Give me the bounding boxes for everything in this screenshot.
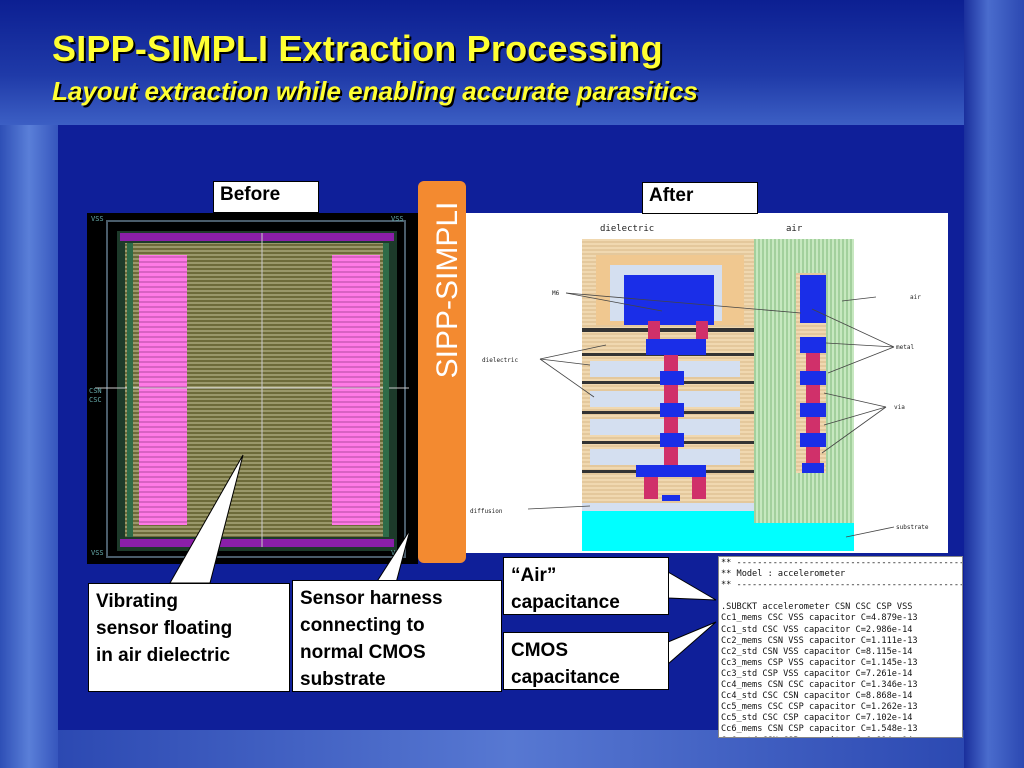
pin-label: CSC — [89, 396, 102, 404]
fig-label-air-top: air — [786, 224, 803, 234]
left-stripe — [0, 125, 58, 768]
right-stripe — [964, 0, 1024, 768]
netlist-line: Cc5_std CSC CSP capacitor C=7.102e-14 — [721, 713, 913, 724]
fig-label-substrate: substrate — [896, 524, 929, 531]
fig-label-metal: metal — [896, 344, 914, 351]
callout-line: sensor floating — [96, 618, 233, 639]
slide-title: SIPP-SIMPLI Extraction Processing — [52, 28, 663, 69]
netlist-line: Cc4_std CSC CSN capacitor C=8.868e-14 — [721, 691, 913, 702]
netlist-line: Cc2_std CSN VSS capacitor C=8.115e-14 — [721, 646, 913, 657]
callout-line: “Air” — [511, 565, 557, 586]
callout-line: normal CMOS — [300, 642, 426, 663]
netlist-line: Cc1_std CSC VSS capacitor C=2.986e-14 — [721, 624, 913, 635]
header-band — [0, 0, 1024, 125]
before-layout-drawing: VSS VSS CSN CSC VSS VSS — [87, 213, 418, 564]
callout-line: capacitance — [511, 592, 620, 613]
fig-label-m6: M6 — [552, 290, 560, 297]
spice-netlist: ** -------------------------------------… — [718, 556, 963, 738]
netlist-line: Cc4_mems CSN CSC capacitor C=1.346e-13 — [721, 680, 918, 691]
callout-line: CMOS — [511, 640, 568, 661]
before-label: Before — [213, 181, 319, 213]
fig-label-via: via — [894, 404, 905, 411]
sipp-simpli-label: SIPP-SIMPLI — [431, 201, 464, 379]
pin-label: VSS — [91, 215, 104, 223]
netlist-line: ** Model : accelerometer — [721, 569, 846, 580]
callout-line: in air dielectric — [96, 645, 231, 666]
netlist-line: Cc6_std CSN CSP capacitor C=6.894e-14 — [721, 736, 960, 738]
netlist-line: .SUBCKT accelerometer CSN CSC CSP VSS — [721, 602, 913, 613]
callout-line: connecting to — [300, 615, 425, 636]
fig-label-air-right: air — [910, 294, 921, 301]
before-layout-image: VSS VSS CSN CSC VSS VSS — [87, 213, 418, 564]
callout-line: substrate — [300, 669, 386, 690]
after-cross-section-image: dielectric air M6 dielectric diffusion a… — [466, 213, 948, 553]
netlist-line: Cc3_mems CSP VSS capacitor C=1.145e-13 — [721, 657, 918, 668]
pin-label: VSS — [391, 549, 404, 557]
fig-label-dielectric-top: dielectric — [600, 224, 654, 234]
callout-air-capacitance: “Air” capacitance — [503, 557, 669, 615]
after-label: After — [642, 182, 758, 214]
callout-line: capacitance — [511, 667, 620, 688]
pin-label: VSS — [391, 215, 404, 223]
callout-line: Sensor harness — [300, 588, 443, 609]
netlist-line — [721, 591, 960, 602]
fig-label-dielectric-left: dielectric — [482, 357, 519, 364]
netlist-line: Cc3_std CSP VSS capacitor C=7.261e-14 — [721, 668, 913, 679]
netlist-line: ** -------------------------------------… — [721, 580, 963, 591]
callout-line: Vibrating — [96, 591, 178, 612]
callout-sensor-harness: Sensor harness connecting to normal CMOS… — [292, 580, 502, 692]
sipp-simpli-bar: SIPP-SIMPLI — [418, 181, 466, 563]
netlist-line: Cc1_mems CSC VSS capacitor C=4.879e-13 — [721, 613, 918, 624]
netlist-line: Cc6_mems CSN CSP capacitor C=1.548e-13 — [721, 724, 918, 735]
slide-subtitle: Layout extraction while enabling accurat… — [52, 76, 698, 106]
netlist-line: Cc5_mems CSC CSP capacitor C=1.262e-13 — [721, 702, 918, 713]
netlist-line: ** -------------------------------------… — [721, 558, 963, 568]
callout-vibrating-sensor: Vibrating sensor floating in air dielect… — [88, 583, 290, 692]
after-cross-section-drawing: dielectric air M6 dielectric diffusion a… — [470, 224, 929, 551]
fig-label-diffusion: diffusion — [470, 508, 503, 515]
callout-cmos-capacitance: CMOS capacitance — [503, 632, 669, 690]
pin-label: CSN — [89, 387, 102, 395]
pin-label: VSS — [91, 549, 104, 557]
netlist-line: Cc2_mems CSN VSS capacitor C=1.111e-13 — [721, 635, 918, 646]
